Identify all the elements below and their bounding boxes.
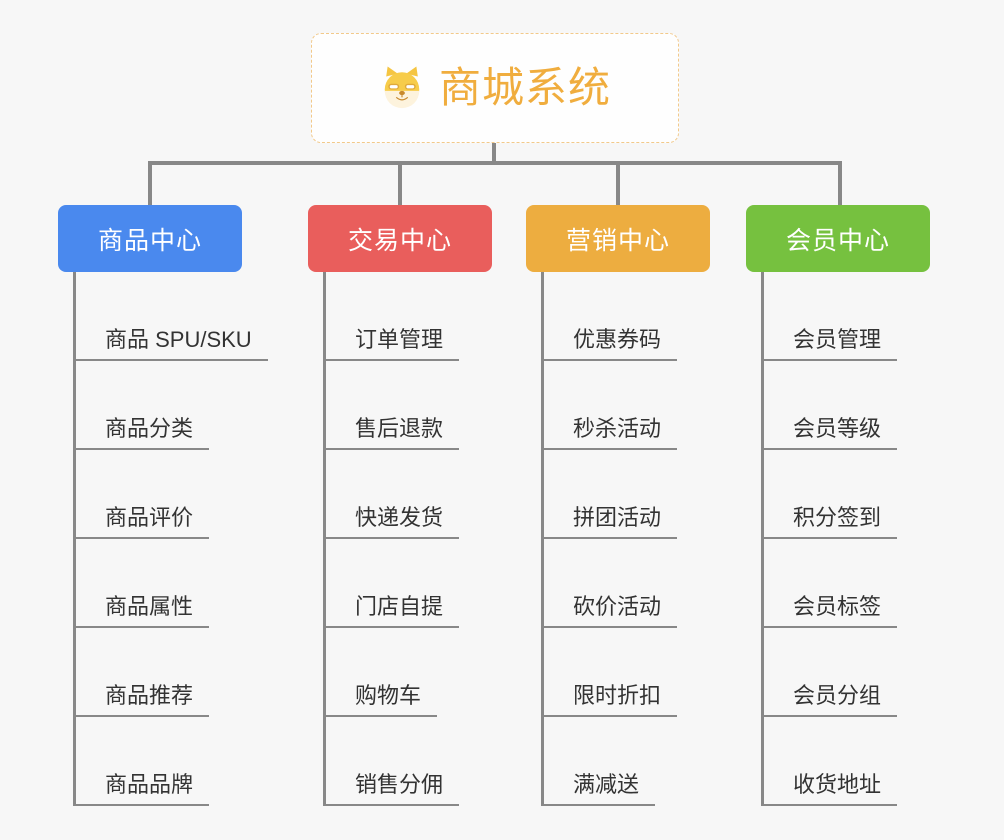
leaf-item-label: 商品推荐: [105, 682, 194, 708]
category-box-3[interactable]: 营销中心: [526, 205, 710, 272]
leaf-item[interactable]: 销售分佣: [323, 717, 460, 806]
category-box-1[interactable]: 商品中心: [58, 205, 242, 272]
connector-drop-2: [398, 161, 402, 205]
category-box-2[interactable]: 交易中心: [308, 205, 492, 272]
leaf-item[interactable]: 商品品牌: [73, 717, 210, 806]
leaf-item[interactable]: 商品 SPU/SKU: [73, 272, 268, 361]
leaf-item-label: 拼团活动: [573, 504, 662, 530]
leaf-item-label: 商品属性: [105, 593, 194, 619]
shiba-dog-face-icon: [379, 65, 425, 111]
leaf-item-label: 快递发货: [355, 504, 444, 530]
leaf-item-label: 订单管理: [355, 326, 444, 352]
leaf-spine: [761, 272, 764, 806]
leaf-item[interactable]: 会员等级: [761, 361, 898, 450]
leaf-item[interactable]: 快递发货: [323, 450, 460, 539]
leaf-item[interactable]: 商品推荐: [73, 628, 210, 717]
connector-drop-3: [616, 161, 620, 205]
leaf-item[interactable]: 门店自提: [323, 539, 460, 628]
category-label-3: 营销中心: [565, 226, 670, 255]
leaf-item-label: 商品 SPU/SKU: [105, 326, 252, 352]
leaf-item[interactable]: 满减送: [541, 717, 656, 806]
leaf-item[interactable]: 订单管理: [323, 272, 460, 361]
leaf-item[interactable]: 收货地址: [761, 717, 898, 806]
leaf-item[interactable]: 砍价活动: [541, 539, 678, 628]
leaf-item-label: 满减送: [573, 771, 640, 797]
category-box-4[interactable]: 会员中心: [746, 205, 930, 272]
root-label: 商城系统: [438, 64, 611, 111]
leaf-item-label: 商品品牌: [105, 771, 194, 797]
leaf-item-label: 售后退款: [355, 415, 444, 441]
leaf-item[interactable]: 购物车: [323, 628, 438, 717]
leaf-spine: [73, 272, 76, 806]
category-label-4: 会员中心: [785, 226, 890, 255]
leaf-spine: [541, 272, 544, 806]
leaf-item-label: 购物车: [355, 682, 422, 708]
category-label-1: 商品中心: [97, 226, 202, 255]
leaf-item[interactable]: 拼团活动: [541, 450, 678, 539]
leaf-item[interactable]: 商品评价: [73, 450, 210, 539]
connector-root-stub: [492, 143, 496, 165]
connector-drop-1: [148, 161, 152, 205]
leaf-item[interactable]: 会员管理: [761, 272, 898, 361]
leaf-item-label: 商品分类: [105, 415, 194, 441]
leaf-item-label: 砍价活动: [573, 593, 662, 619]
leaf-item-label: 会员分组: [793, 682, 882, 708]
leaf-item[interactable]: 商品属性: [73, 539, 210, 628]
leaf-item-label: 收货地址: [793, 771, 882, 797]
leaf-spine: [323, 272, 326, 806]
leaf-item[interactable]: 商品分类: [73, 361, 210, 450]
leaf-item[interactable]: 会员分组: [761, 628, 898, 717]
leaf-item-label: 会员等级: [793, 415, 882, 441]
leaf-item[interactable]: 会员标签: [761, 539, 898, 628]
leaf-item[interactable]: 秒杀活动: [541, 361, 678, 450]
leaf-item-label: 限时折扣: [573, 682, 662, 708]
leaf-item-label: 优惠券码: [573, 326, 662, 352]
leaf-item-label: 会员管理: [793, 326, 882, 352]
leaf-item[interactable]: 限时折扣: [541, 628, 678, 717]
root-node[interactable]: 商城系统: [311, 33, 679, 143]
leaf-item[interactable]: 积分签到: [761, 450, 898, 539]
leaf-item-label: 门店自提: [355, 593, 444, 619]
leaf-item-label: 秒杀活动: [573, 415, 662, 441]
connector-horizontal-bus: [148, 161, 842, 165]
leaf-item-label: 积分签到: [793, 504, 882, 530]
leaf-item-label: 销售分佣: [355, 771, 444, 797]
leaf-item[interactable]: 售后退款: [323, 361, 460, 450]
leaf-item[interactable]: 优惠券码: [541, 272, 678, 361]
category-label-2: 交易中心: [347, 226, 452, 255]
leaf-item-label: 会员标签: [793, 593, 882, 619]
leaf-item-label: 商品评价: [105, 504, 194, 530]
connector-drop-4: [838, 161, 842, 205]
